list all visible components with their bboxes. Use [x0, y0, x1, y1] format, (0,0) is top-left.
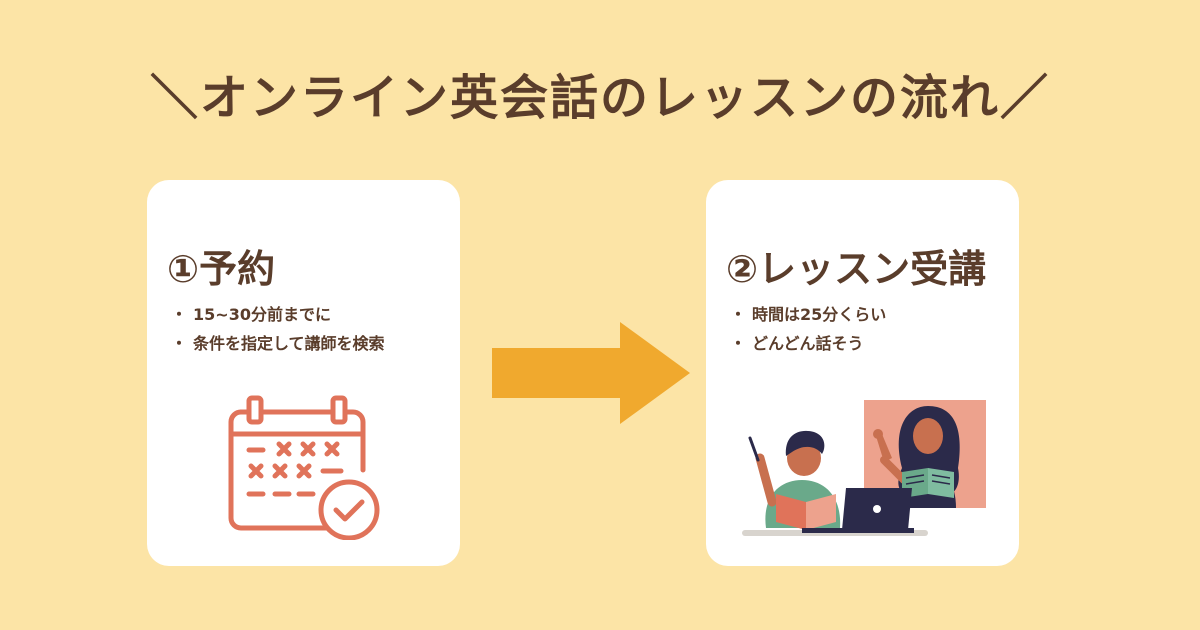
- bullet-item: ・どんどん話そう: [730, 334, 864, 353]
- step-bullets: ・15~30分前までに ・条件を指定して講師を検索: [171, 300, 385, 358]
- next-arrow-icon: [492, 322, 690, 424]
- step-card-lesson: ②レッスン受講 ・時間は25分くらい ・どんどん話そう: [706, 180, 1019, 566]
- calendar-check-icon: [228, 395, 380, 540]
- bullet-item: ・15~30分前までに: [171, 305, 331, 324]
- step-title: ①予約: [167, 247, 276, 291]
- step-title: ②レッスン受講: [726, 247, 987, 291]
- bullet-item: ・時間は25分くらい: [730, 305, 887, 324]
- bullet-item: ・条件を指定して講師を検索: [171, 334, 385, 353]
- page-title: ＼オンライン英会話のレッスンの流れ／: [149, 70, 1050, 126]
- step-card-reservation: ①予約 ・15~30分前までに ・条件を指定して講師を検索: [147, 180, 460, 566]
- step-bullets: ・時間は25分くらい ・どんどん話そう: [730, 300, 886, 358]
- online-lesson-illustration: [742, 400, 986, 536]
